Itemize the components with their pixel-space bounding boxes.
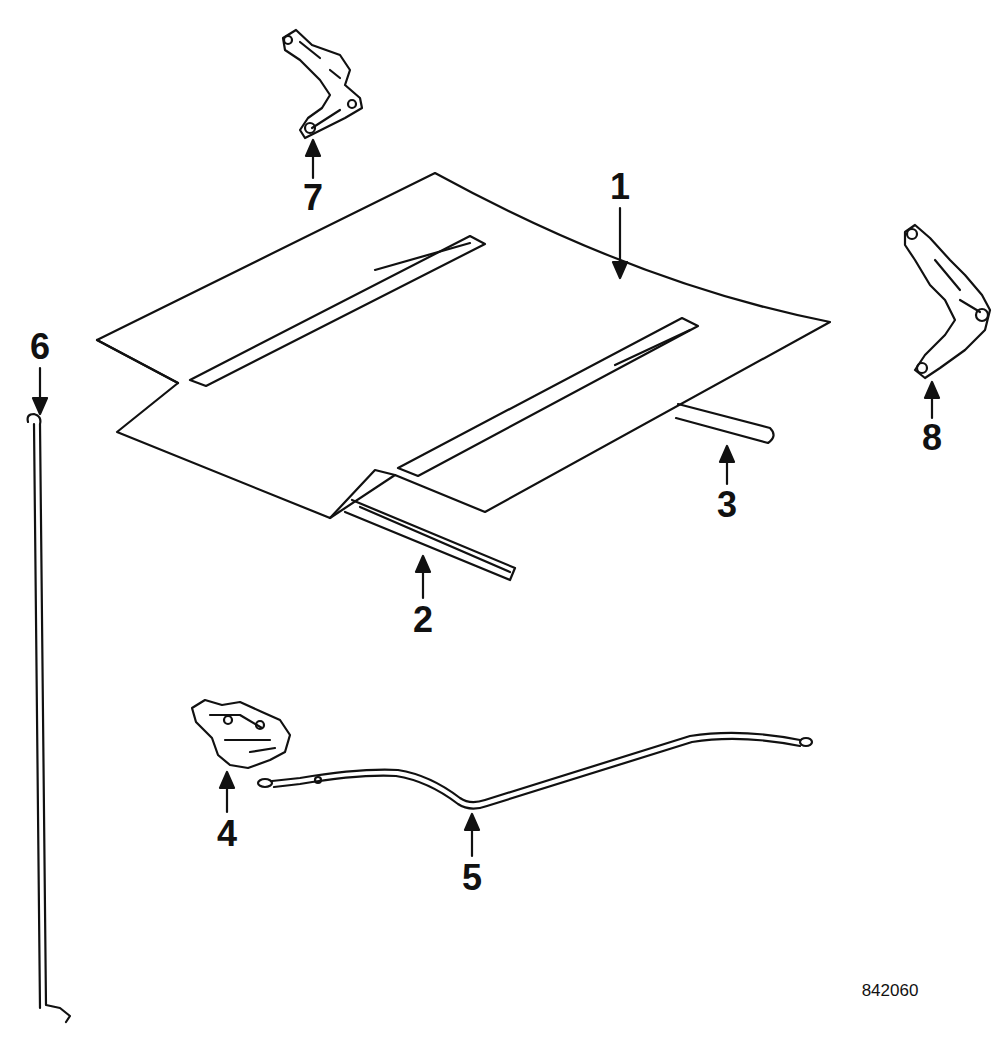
drawing-number: 842060 [862,982,919,999]
callout-number: 7 [303,180,323,216]
callout-number: 3 [717,487,737,523]
callout-number: 2 [413,602,433,638]
callout-number: 1 [610,169,630,205]
callout-number: 6 [30,329,50,365]
callout-number: 5 [462,860,482,896]
callout-number: 4 [217,816,237,852]
callout-number: 8 [922,420,942,456]
